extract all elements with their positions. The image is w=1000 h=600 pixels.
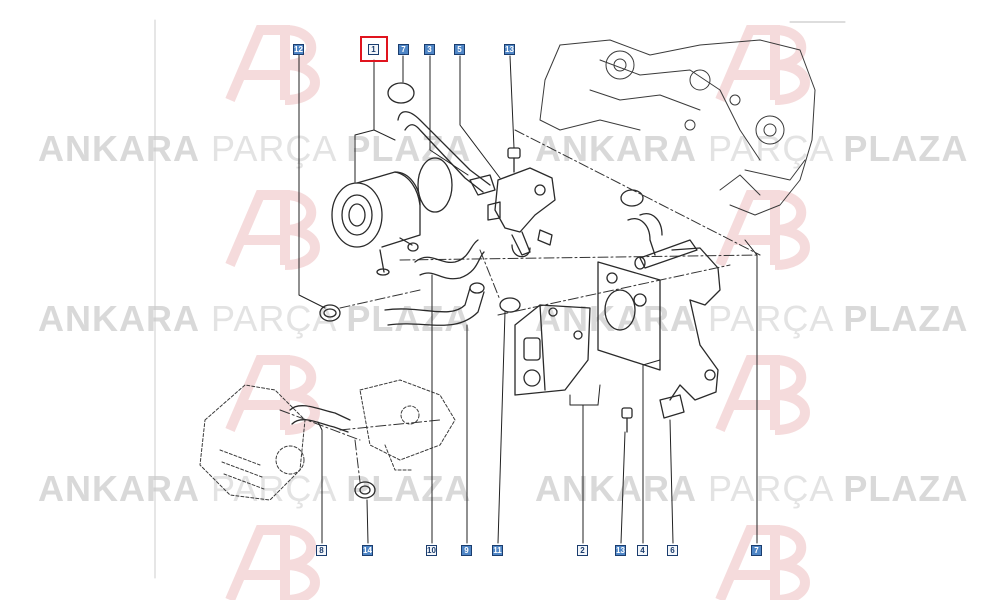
bolt-part-13-lower <box>621 407 633 433</box>
watermark-logo-icon <box>715 190 810 270</box>
watermark-logo-icon <box>225 525 320 600</box>
callout-part-11[interactable]: 11 <box>492 545 503 556</box>
watermark-logo-icon <box>715 355 810 435</box>
callout-part-7-right[interactable]: 7 <box>751 545 762 556</box>
clip-part-14 <box>354 481 376 499</box>
union-block-part-5 <box>469 167 556 258</box>
hose-part-8 <box>289 405 351 433</box>
callout-part-12[interactable]: 12 <box>293 44 304 55</box>
o-ring-part-7 <box>387 82 415 104</box>
watermark-logo-icon <box>225 190 320 270</box>
callout-part-8[interactable]: 8 <box>316 545 327 556</box>
callout-part-6[interactable]: 6 <box>667 545 678 556</box>
callout-part-4[interactable]: 4 <box>637 545 648 556</box>
callout-part-14[interactable]: 14 <box>362 545 373 556</box>
o-ring-part-7-right <box>620 189 644 207</box>
callout-part-7[interactable]: 7 <box>398 44 409 55</box>
oil-cooler-part-2 <box>514 304 591 396</box>
callout-part-10[interactable]: 10 <box>426 545 437 556</box>
callout-part-2[interactable]: 2 <box>577 545 588 556</box>
bolt-part-13-upper <box>507 147 521 173</box>
watermark-logo-icon <box>715 25 810 105</box>
hose-part-10 <box>414 239 485 280</box>
watermark-logo-icon <box>225 25 320 105</box>
pipe-part-3 <box>397 111 491 193</box>
selected-part-highlight <box>360 36 388 62</box>
callout-part-13-lower[interactable]: 13 <box>615 545 626 556</box>
engine-block <box>539 39 816 216</box>
leader-lines <box>298 54 758 544</box>
pipe-bracket-part-6 <box>627 213 721 419</box>
callout-part-13[interactable]: 13 <box>504 44 515 55</box>
oil-cooler-cylinder <box>331 171 421 276</box>
callout-part-9[interactable]: 9 <box>461 545 472 556</box>
callout-part-3[interactable]: 3 <box>424 44 435 55</box>
clip-part-11 <box>499 297 521 313</box>
hose-part-9 <box>384 287 485 326</box>
o-ring-large <box>417 157 453 213</box>
lower-assembly <box>199 379 456 501</box>
clip-part-12 <box>319 304 341 322</box>
gasket-part-4 <box>597 261 661 371</box>
watermark-logo-icon <box>225 355 320 435</box>
callout-part-5[interactable]: 5 <box>454 44 465 55</box>
watermark-logo-icon <box>715 525 810 600</box>
callout-part-1[interactable]: 1 <box>368 44 379 55</box>
